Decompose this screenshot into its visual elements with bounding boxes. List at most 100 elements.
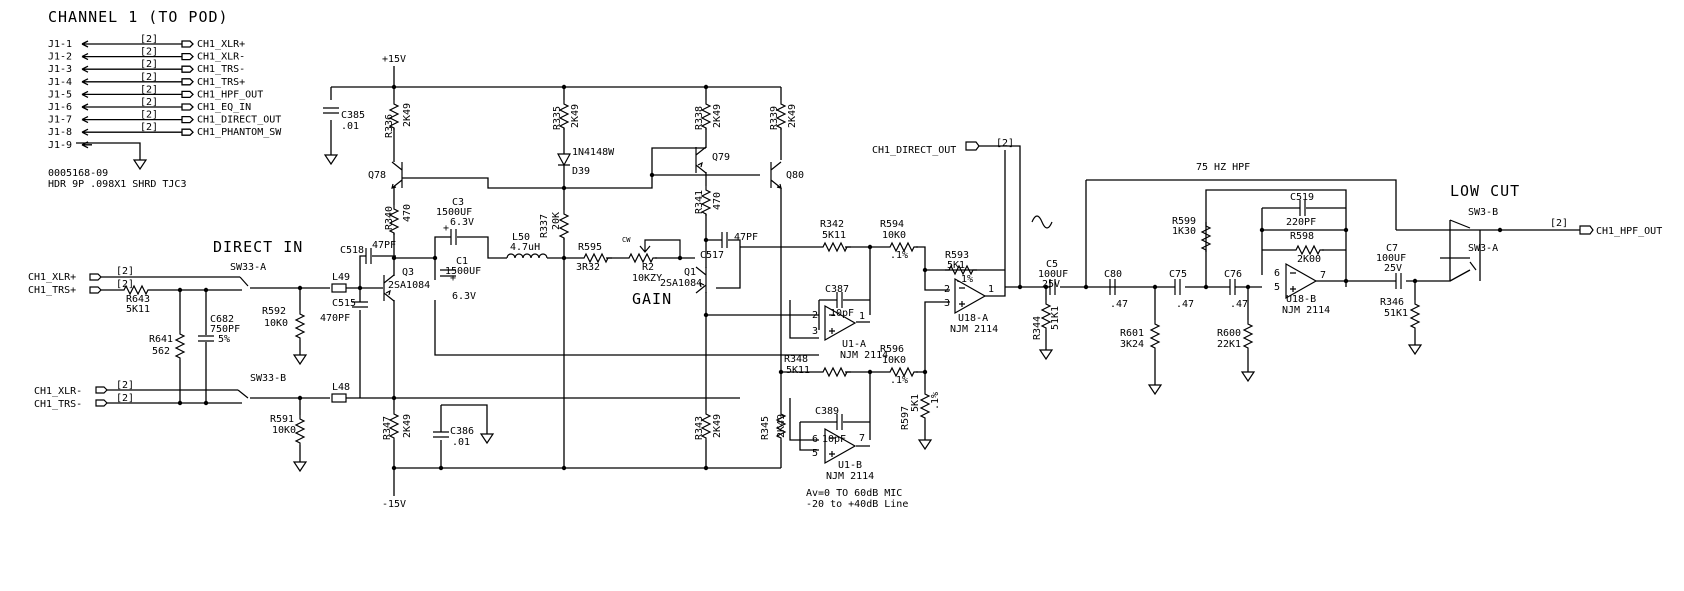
u18b-val: NJM 2114 (1282, 305, 1330, 316)
pin-number: 6 (812, 434, 818, 445)
q3-ref: Q3 (402, 267, 414, 278)
header-net-label: CH1_XLR- (197, 52, 245, 63)
r643-symbol (119, 285, 153, 295)
hpf-out-ref: [2] (1550, 218, 1568, 229)
c386-symbol (432, 431, 450, 438)
sw3a-label: SW3-A (1468, 243, 1498, 254)
pin-number: 1 (988, 284, 994, 295)
u18a-ref: U18-A (958, 313, 988, 324)
input-connectors: CH1_XLR+ CH1_TRS+ CH1_XLR- CH1_TRS- [2] … (28, 266, 134, 410)
ground-icon (1241, 371, 1255, 382)
r596-val: 10K0 (882, 355, 906, 366)
rail-pos-label: +15V (382, 54, 406, 65)
header-wire (81, 52, 194, 61)
c682-symbol (197, 335, 215, 342)
r2-val: 10KZY (632, 273, 662, 284)
r336-ref: R336 (384, 114, 395, 138)
q80-ref: Q80 (786, 170, 804, 181)
r346-symbol (1410, 299, 1420, 331)
c3-symbol (450, 228, 457, 246)
u18b-opamp-icon (1285, 263, 1317, 299)
header-sheet-ref: [2] (140, 84, 158, 95)
c5-ref: C5 (1046, 259, 1058, 270)
header-net-label: CH1_EQ_IN (197, 102, 251, 113)
r339-val: 2K49 (787, 104, 798, 128)
r346-ref: R346 (1380, 297, 1404, 308)
header-net-label: CH1_DIRECT_OUT (197, 115, 281, 126)
d39-ref: D39 (572, 166, 590, 177)
header-pin-label: J1-7 (48, 115, 72, 126)
ground-icon (324, 154, 338, 165)
r340-val: 470 (402, 204, 413, 222)
direct-in-label: DIRECT IN (213, 238, 303, 256)
c75-symbol (1174, 278, 1181, 296)
c518-ref: C518 (340, 245, 364, 256)
r348-ref: R348 (784, 354, 808, 365)
c75-val: .47 (1176, 299, 1194, 310)
header-wire (81, 128, 194, 136)
gain-label: GAIN (632, 290, 672, 308)
l49-ref: L49 (332, 272, 350, 283)
q79-ref: Q79 (712, 152, 730, 163)
r337-val: 20K (551, 212, 562, 230)
c386-val: .01 (452, 437, 470, 448)
sw33b-label: SW33-B (250, 373, 286, 384)
hpf-note: 75 HZ HPF (1196, 162, 1250, 173)
c3-val: 1500UF (436, 207, 472, 218)
u1b-val: NJM 2114 (826, 471, 874, 482)
c515-val: 470PF (320, 313, 350, 324)
q80-transistor-icon (770, 161, 782, 189)
c75-ref: C75 (1169, 269, 1187, 280)
q78-ref: Q78 (368, 170, 386, 181)
c517-val: 47PF (734, 232, 758, 243)
ground-icon (293, 354, 307, 365)
header-ground-icon (76, 142, 147, 170)
header-pin-label: J1-6 (48, 102, 72, 113)
r592-ref: R592 (262, 306, 286, 317)
header-net-label: CH1_PHANTOM_SW (197, 127, 282, 138)
r596-ref: R596 (880, 344, 904, 355)
c3-ref: C3 (452, 197, 464, 208)
u18b-ref: U18-B (1286, 294, 1316, 305)
c389-ref: C389 (815, 406, 839, 417)
r594-tol: .1% (890, 250, 908, 261)
r594-val: 10K0 (882, 230, 906, 241)
r593-ref: R593 (945, 250, 969, 261)
header-wire (81, 90, 194, 99)
r338-val: 2K49 (712, 104, 723, 128)
u1a-val: NJM 2114 (840, 350, 888, 361)
l48-ref: L48 (332, 382, 350, 393)
c519-val: 220PF (1286, 217, 1316, 228)
r2-ref: R2 (642, 262, 654, 273)
ground-icon (1148, 384, 1162, 395)
r342-ref: R342 (820, 219, 844, 230)
rail-neg-label: -15V (382, 499, 406, 510)
r601-symbol (1150, 319, 1160, 351)
header-wire (81, 65, 194, 73)
c80-ref: C80 (1104, 269, 1122, 280)
c389-val: 10pF (822, 434, 846, 445)
sine-wave-icon (1031, 215, 1053, 229)
ground-icon (293, 461, 307, 472)
r601-val: 3K24 (1120, 339, 1144, 350)
direct-out-port-icon (965, 141, 980, 151)
gain-pot-icon: CW (622, 236, 681, 263)
direct-out-label: CH1_DIRECT_OUT (872, 145, 956, 156)
c682-tol: 5% (218, 334, 230, 345)
c517-ref: C517 (700, 250, 724, 261)
r335-val: 2K49 (570, 104, 581, 128)
input-trs-pos: CH1_TRS+ (28, 285, 76, 296)
r335-ref: R335 (552, 106, 563, 130)
input-xlr-pos: CH1_XLR+ (28, 272, 76, 283)
r600-symbol (1243, 319, 1253, 351)
c385-val: .01 (341, 121, 359, 132)
r643-ref: R643 (126, 294, 150, 305)
header-net-label: CH1_HPF_OUT (197, 89, 263, 100)
header-sheet-ref: [2] (140, 122, 158, 133)
gain-note-2: -20 to +40dB Line (806, 499, 908, 510)
r597-val: 5K1 (910, 394, 921, 412)
page-title: CHANNEL 1 (TO POD) (48, 8, 229, 26)
input-ref: [2] (116, 266, 134, 277)
header-net-label: CH1_TRS+ (197, 77, 245, 88)
sw3b-label: SW3-B (1468, 207, 1498, 218)
